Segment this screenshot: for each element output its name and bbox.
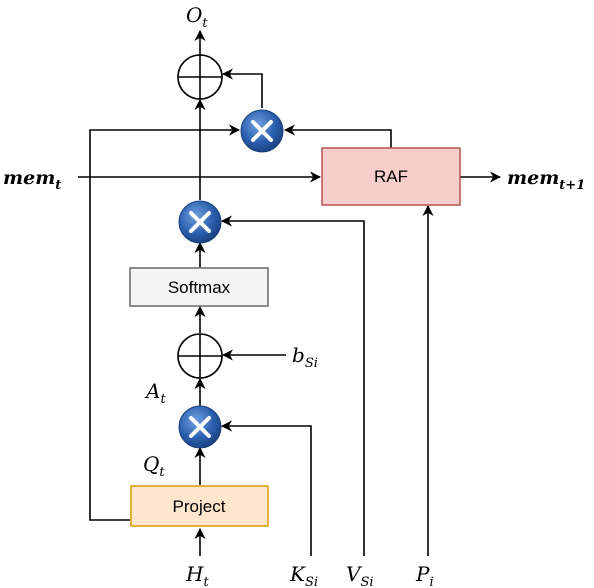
label-q: Qt <box>143 452 165 480</box>
edge-gate-mult-to-output-add <box>221 68 263 108</box>
project-label: Project <box>173 497 226 516</box>
softmax-node: Softmax <box>129 267 269 307</box>
label-b: bSi <box>292 343 318 371</box>
gate-multiply-node <box>240 109 284 153</box>
edge-raf-to-gate-mult <box>283 124 392 148</box>
project-box <box>130 485 269 527</box>
label-mem-in: memt <box>3 167 61 193</box>
edge-v-to-mult-v <box>220 215 365 556</box>
label-k: KSi <box>289 562 318 588</box>
add-icon <box>177 54 223 100</box>
raf-node: RAF <box>321 147 461 206</box>
add-icon <box>177 333 223 379</box>
raf-label: RAF <box>374 167 408 186</box>
label-a: At <box>144 379 166 407</box>
multiply-icon <box>178 405 222 449</box>
multiply-icon <box>240 109 284 153</box>
edge-project-to-gate-mult <box>89 124 241 521</box>
edge-k-to-mult-q <box>220 420 312 556</box>
softmax-box <box>129 267 269 307</box>
bias-add-node <box>177 333 223 379</box>
label-p: Pi <box>415 562 434 588</box>
project-node: Project <box>130 485 269 527</box>
raf-box <box>321 147 461 206</box>
softmax-label: Softmax <box>168 278 231 297</box>
value-multiply-node <box>178 200 222 244</box>
output-add-node <box>177 54 223 100</box>
label-v: VSi <box>346 562 374 588</box>
label-h: Ht <box>185 562 209 588</box>
edges <box>78 29 502 556</box>
multiply-icon <box>178 200 222 244</box>
key-multiply-node <box>178 405 222 449</box>
label-o: Ot <box>186 3 208 31</box>
label-mem-out: memt+1 <box>507 167 585 193</box>
